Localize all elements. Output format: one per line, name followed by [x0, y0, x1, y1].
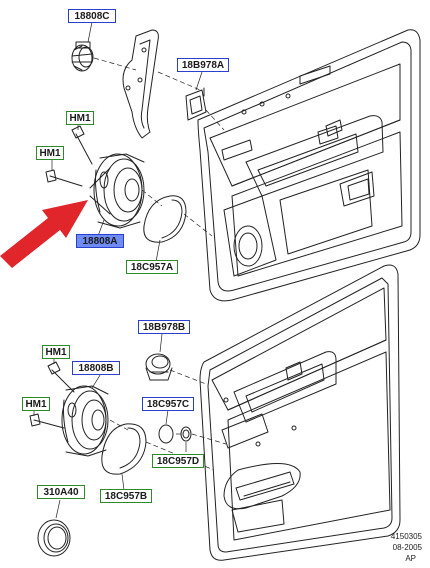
highlight-arrow-icon	[0, 200, 88, 268]
ring-310A40	[37, 519, 71, 557]
cover-18C957C	[158, 424, 174, 444]
label-310A40: 310A40	[37, 485, 85, 499]
front-door-panel	[197, 29, 421, 302]
label-18C957B: 18C957B	[100, 489, 152, 503]
screw-hm1-lower	[29, 361, 75, 429]
label-hm1-d: HM1	[22, 397, 50, 411]
reference-number: 4150305	[390, 532, 422, 541]
speaker-18808A	[89, 153, 145, 229]
label-18808A: 18808A	[76, 234, 124, 248]
cover-18C957A	[143, 195, 187, 243]
screw-hm1-upper	[45, 125, 93, 187]
label-hm1-b: HM1	[36, 146, 64, 160]
trim-strip	[122, 29, 159, 139]
label-hm1-a: HM1	[66, 111, 94, 125]
cover-18C957B	[101, 423, 147, 475]
reference-code: AP	[405, 554, 416, 563]
label-18808B: 18808B	[72, 361, 120, 375]
label-18C957C: 18C957C	[142, 397, 194, 411]
callout-lines	[33, 21, 203, 519]
reference-date: 08-2005	[392, 543, 422, 552]
label-18C957A: 18C957A	[126, 260, 178, 274]
label-18B978A: 18B978A	[177, 58, 229, 72]
label-18808C: 18808C	[68, 9, 116, 23]
label-hm1-c: HM1	[42, 345, 70, 359]
tweeter-18808C	[71, 41, 94, 72]
rear-door-panel	[199, 264, 401, 561]
bracket-18B978A	[185, 87, 207, 121]
speaker-18808B	[61, 385, 109, 457]
tweeter-18B978B	[145, 353, 173, 381]
label-18C957D: 18C957D	[152, 454, 204, 468]
cover-18C957D	[180, 426, 192, 442]
label-18B978B: 18B978B	[138, 320, 190, 334]
